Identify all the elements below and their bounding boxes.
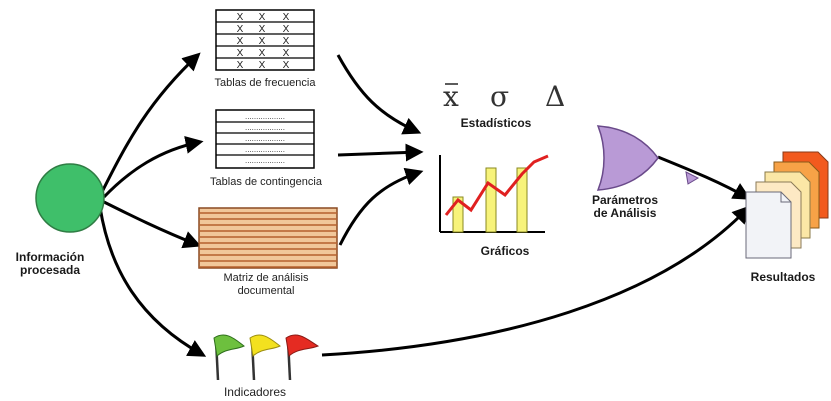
arrow-indicadores-to-resultados bbox=[321, 205, 751, 357]
contingencia-table-icon: ........................................… bbox=[215, 109, 315, 169]
label-parametros-line2: de Análisis bbox=[593, 206, 657, 220]
freq-mark: X bbox=[237, 24, 244, 35]
label-estadisticos: Estadísticos bbox=[460, 116, 532, 130]
freq-mark: X bbox=[283, 24, 290, 35]
freq-mark: X bbox=[283, 36, 290, 47]
label-frecuencia: Tablas de frecuencia bbox=[214, 77, 316, 89]
label-parametros: Parámetros de Análisis bbox=[570, 194, 680, 220]
symbol-delta: Δ bbox=[545, 80, 566, 113]
label-indicadores: Indicadores bbox=[223, 385, 287, 399]
label-matriz-line2: documental bbox=[237, 285, 295, 297]
arrow-to-indicadores bbox=[98, 206, 207, 357]
cont-dots: .................. bbox=[245, 156, 285, 165]
cont-dots: .................. bbox=[245, 134, 285, 143]
label-informacion-line1: Información bbox=[15, 250, 85, 264]
arrow-matriz-to-stats bbox=[338, 167, 424, 246]
label-parametros-line1: Parámetros bbox=[591, 193, 659, 207]
freq-mark: X bbox=[237, 12, 244, 23]
graficos-chart-icon bbox=[439, 154, 549, 233]
freq-mark: X bbox=[259, 36, 266, 47]
freq-mark: X bbox=[237, 60, 244, 71]
label-matriz-line1: Matriz de análisis bbox=[223, 272, 309, 284]
flags-icon bbox=[213, 334, 320, 381]
arrow-to-contingencia bbox=[102, 136, 204, 199]
arrow-to-frecuencia bbox=[100, 52, 201, 193]
freq-mark: X bbox=[259, 24, 266, 35]
freq-mark: X bbox=[259, 12, 266, 23]
cont-dots: .................. bbox=[245, 145, 285, 154]
label-matriz: Matriz de análisis documental bbox=[196, 272, 336, 298]
label-graficos: Gráficos bbox=[480, 244, 530, 258]
label-informacion-line2: procesada bbox=[19, 263, 81, 277]
freq-mark: X bbox=[259, 48, 266, 59]
label-contingencia: Tablas de contingencia bbox=[210, 176, 322, 188]
arrow-to-matriz bbox=[103, 200, 202, 249]
symbol-mean: x bbox=[443, 80, 459, 113]
matriz-icon bbox=[198, 207, 338, 269]
freq-mark: X bbox=[259, 60, 266, 71]
small-triangle bbox=[685, 171, 700, 185]
arrow-parametros-to-resultados bbox=[657, 155, 752, 200]
freq-mark: X bbox=[283, 60, 290, 71]
cont-dots: .................. bbox=[245, 123, 285, 132]
connector-arrows bbox=[98, 52, 752, 357]
label-informacion: Información procesada bbox=[2, 251, 98, 277]
resultados-documents-icon bbox=[745, 151, 829, 259]
freq-mark: X bbox=[237, 36, 244, 47]
symbol-sigma: σ bbox=[490, 80, 510, 113]
arrow-contingencia-to-stats bbox=[337, 143, 424, 162]
label-resultados: Resultados bbox=[750, 270, 816, 284]
freq-mark: X bbox=[237, 48, 244, 59]
cont-dots: .................. bbox=[245, 112, 285, 121]
source-circle bbox=[35, 163, 105, 233]
top-margin bbox=[0, 0, 831, 8]
freq-mark: X bbox=[283, 12, 290, 23]
parametros-shape bbox=[596, 125, 659, 191]
arrow-frecuencia-to-stats bbox=[336, 54, 422, 135]
freq-mark: X bbox=[283, 48, 290, 59]
